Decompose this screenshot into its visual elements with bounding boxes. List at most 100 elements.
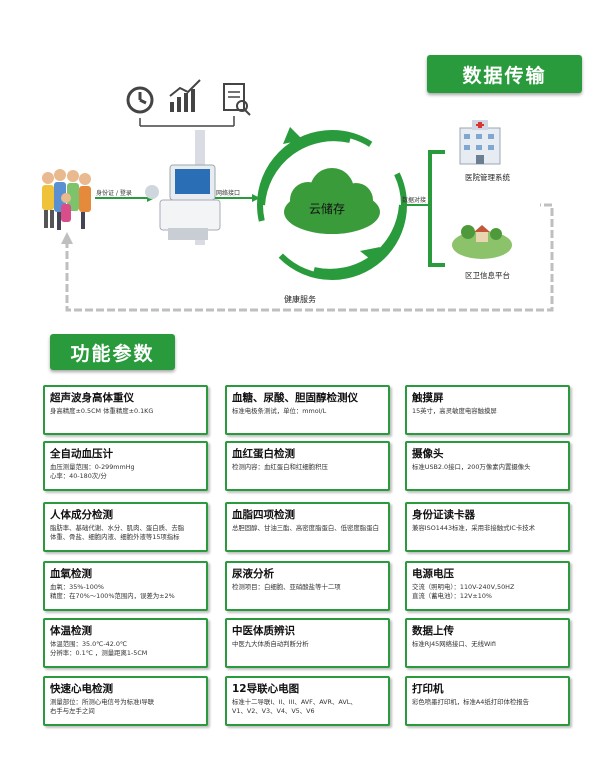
function-card-line: 血压测量范围：0-299mmHg [50,463,135,471]
function-card-description: 总胆固醇、甘油三酯、高密度脂蛋白、低密度脂蛋白 [232,524,383,533]
function-card-description: 测量部位：所测心电信号为标准I导联右手与左手之间 [50,698,201,716]
id-card-login-label: 身份证 / 登录 [96,190,132,197]
function-card-description: 身高精度±0.5CM 体重精度±0.1KG [50,407,201,416]
function-card: 摄像头标准USB2.0接口，200万像素内置摄像头 [405,441,570,491]
function-card-title: 电源电压 [412,568,454,580]
function-card-description: 标准十二导联I、II、III、AVF、AVR、AVL、V1、V2、V3、V4、V… [232,698,383,716]
function-card-line: 彩色喷墨打印机，标准A4纸打印体检报告 [412,698,530,706]
function-card-title: 快速心电检测 [50,683,113,695]
function-card-line: 标准电极条测试，单位：mmol/L [232,407,327,415]
function-card-title: 12导联心电图 [232,683,300,695]
function-card: 12导联心电图标准十二导联I、II、III、AVF、AVR、AVL、V1、V2、… [225,676,390,726]
function-card: 快速心电检测测量部位：所测心电信号为标准I导联右手与左手之间 [43,676,208,726]
data-docking-label: 数据对接 [402,197,427,204]
function-params-banner: 功能参数 [50,334,175,370]
function-card-description: 标准USB2.0接口，200万像素内置摄像头 [412,463,563,472]
function-card-description: 中医九大体质自动判断分析 [232,640,383,649]
function-card-line: V1、V2、V3、V4、V5、V6 [232,707,315,715]
function-card-line: 检测项目：白细胞、亚硝酸盐等十二项 [232,583,341,591]
function-card-description: 血氧：35%-100%精度：在70%～100%范围内，误差为±2% [50,583,201,601]
function-card-title: 体温检测 [50,625,92,637]
function-card-line: 精度：在70%～100%范围内，误差为±2% [50,592,175,600]
function-card-description: 彩色喷墨打印机，标准A4纸打印体检报告 [412,698,563,707]
data-transfer-banner: 数据传输 [427,55,582,93]
health-service-label: 健康服务 [284,295,316,304]
function-card: 人体成分检测脂肪率、基础代谢、水分、肌肉、蛋白质、去脂体重、骨盐、细胞内液、细胞… [43,502,208,552]
data-transfer-diagram [42,79,554,312]
function-card-title: 摄像头 [412,448,444,460]
function-card-title: 中医体质辨识 [232,625,295,637]
function-card-title: 血脂四项检测 [232,509,295,521]
bar-chart-icon [169,79,201,112]
function-card-line: 15英寸，高灵敏度电容触摸屏 [412,407,497,415]
function-card: 尿液分析检测项目：白细胞、亚硝酸盐等十二项 [225,561,390,611]
function-card-line: 直流（蓄电池）：12V±10% [412,592,492,600]
function-card-line: 兼容ISO1443标准，采用非接触式IC卡技术 [412,524,536,532]
cloud-cycle-arrow-top [259,135,351,206]
function-card-title: 超声波身高体重仪 [50,392,134,404]
function-card-title: 数据上传 [412,625,454,637]
health-service-path [65,203,554,312]
function-card-line: 中医九大体质自动判断分析 [232,640,309,648]
function-card: 打印机彩色喷墨打印机，标准A4纸打印体检报告 [405,676,570,726]
function-card: 血氧检测血氧：35%-100%精度：在70%～100%范围内，误差为±2% [43,561,208,611]
function-card-line: 脂肪率、基础代谢、水分、肌肉、蛋白质、去脂 [50,524,185,532]
function-card-line: 右手与左手之间 [50,707,95,715]
function-card-line: 测量部位：所测心电信号为标准I导联 [50,698,155,706]
function-card-title: 尿液分析 [232,568,274,580]
function-card: 超声波身高体重仪身高精度±0.5CM 体重精度±0.1KG [43,385,208,435]
function-card-line: 体温范围：35.0℃-42.0℃ [50,640,128,648]
people-group [42,169,91,230]
cloud-storage-label: 云储存 [309,202,346,216]
community-platform-label: 区卫信息平台 [465,271,510,280]
function-card-line: 血氧：35%-100% [50,583,104,591]
function-card-description: 标准电极条测试，单位：mmol/L [232,407,383,416]
function-card: 血红蛋白检测检测内容：血红蛋白和红细胞积压 [225,441,390,491]
function-card-title: 血氧检测 [50,568,92,580]
function-card: 血脂四项检测总胆固醇、甘油三酯、高密度脂蛋白、低密度脂蛋白 [225,502,390,552]
function-card-title: 血红蛋白检测 [232,448,295,460]
function-card-line: 标准十二导联I、II、III、AVF、AVR、AVL、 [232,698,357,706]
function-card-title: 打印机 [412,683,444,695]
function-card: 触摸屏 15英寸，高灵敏度电容触摸屏 [405,385,570,435]
function-card-line: 体重、骨盐、细胞内液、细胞外液等15项指标 [50,533,180,541]
function-card-line: 身高精度±0.5CM 体重精度±0.1KG [50,407,154,415]
function-card-line: 标准RJ45网络接口、无线Wifi [412,640,496,648]
community-icon [452,225,512,259]
health-kiosk [145,130,221,245]
function-card: 中医体质辨识中医九大体质自动判断分析 [225,618,390,668]
function-card-line: 标准USB2.0接口，200万像素内置摄像头 [412,463,531,471]
function-card-line: 总胆固醇、甘油三酯、高密度脂蛋白、低密度脂蛋白 [232,524,379,532]
function-card-description: 兼容ISO1443标准，采用非接触式IC卡技术 [412,524,563,533]
function-card: 身份证读卡器兼容ISO1443标准，采用非接触式IC卡技术 [405,502,570,552]
hospital-icon [459,120,501,165]
network-arrowhead [252,194,260,202]
function-card-line: 心率：40-180次/分 [50,472,107,480]
function-card-title: 触摸屏 [412,392,444,404]
function-card-description: 检测项目：白细胞、亚硝酸盐等十二项 [232,583,383,592]
function-card-description: 15英寸，高灵敏度电容触摸屏 [412,407,563,416]
history-icon [126,86,154,114]
health-service-arrow [61,232,73,244]
function-card-description: 检测内容：血红蛋白和红细胞积压 [232,463,383,472]
function-card-line: 检测内容：血红蛋白和红细胞积压 [232,463,328,471]
function-card-title: 血糖、尿酸、胆固醇检测仪 [232,392,358,404]
data-bracket [428,150,445,267]
function-card: 血糖、尿酸、胆固醇检测仪标准电极条测试，单位：mmol/L [225,385,390,435]
cloud-cycle-arrowhead-bottom [360,247,380,263]
function-card: 数据上传标准RJ45网络接口、无线Wifi [405,618,570,668]
function-card-line: 交流（照明电）：110V-240V,50HZ [412,583,515,591]
function-card-description: 脂肪率、基础代谢、水分、肌肉、蛋白质、去脂体重、骨盐、细胞内液、细胞外液等15项… [50,524,201,542]
function-card-description: 标准RJ45网络接口、无线Wifi [412,640,563,649]
network-port-label: 网络接口 [216,190,241,197]
hospital-system-label: 医院管理系统 [465,173,510,182]
function-card-title: 身份证读卡器 [412,509,475,521]
report-search-icon [223,83,251,116]
function-card-title: 全自动血压计 [50,448,113,460]
